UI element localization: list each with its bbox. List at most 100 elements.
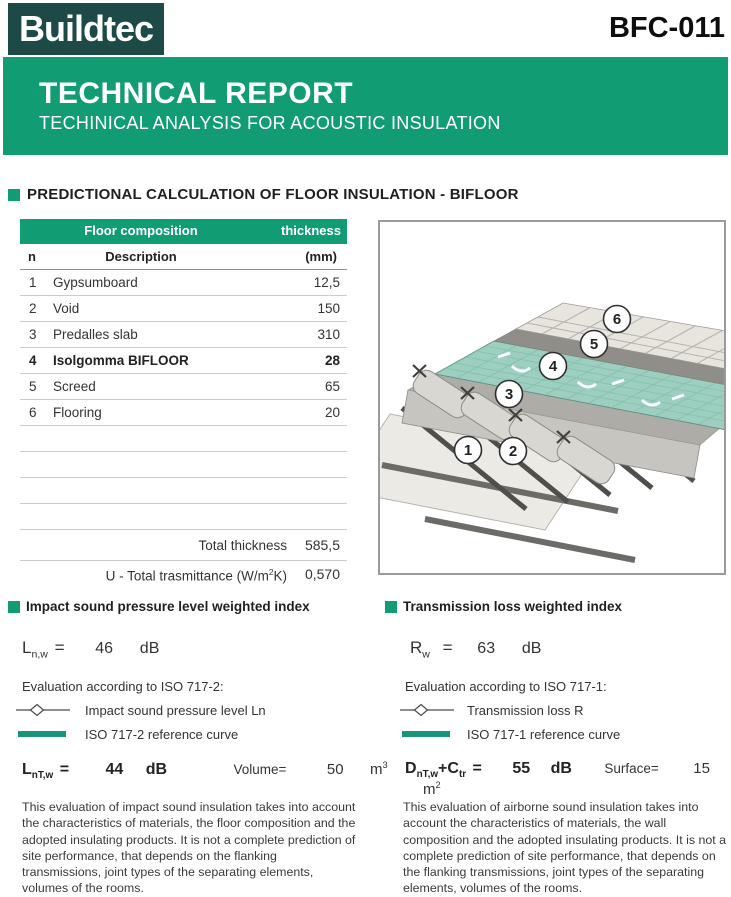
impact-heading: Impact sound pressure level weighted ind…	[26, 599, 310, 614]
floor-composition-table: Floor composition thickness n Descriptio…	[20, 219, 347, 587]
surface-unit: m2	[423, 780, 441, 799]
impact-index-row: Ln,w = 46 dB	[22, 638, 160, 661]
row-thickness: 28	[324, 353, 340, 368]
row-thickness: 310	[317, 327, 340, 342]
table-row: 3 Predalles slab 310	[20, 322, 347, 348]
row-description: Void	[53, 301, 80, 316]
row-number: 1	[29, 275, 37, 290]
transmission-bullet-icon	[385, 601, 397, 613]
table-row: 4 Isolgomma BIFLOOR 28	[20, 348, 347, 374]
impact-note: This evaluation of impact sound insulati…	[22, 800, 356, 896]
impact-curve-label: Impact sound pressure level Ln	[85, 703, 266, 718]
empty-row	[20, 504, 347, 530]
impact-result-unit: dB	[145, 761, 168, 778]
row-thickness: 65	[324, 379, 340, 394]
curve-marker-icon	[400, 703, 454, 722]
volume-value: 50	[326, 761, 344, 778]
col-n: n	[28, 249, 36, 264]
impact-index-value: 46	[95, 640, 114, 657]
total-thickness-label: Total thickness	[198, 538, 287, 553]
callout-1: 1	[453, 435, 483, 465]
row-description: Predalles slab	[53, 327, 138, 342]
callout-circles: 1 2 3 4 5 6	[453, 304, 632, 466]
row-number: 4	[29, 353, 37, 368]
u-value: 0,570	[304, 566, 340, 582]
col-description: Description	[105, 249, 177, 264]
reference-curve-swatch-icon	[402, 731, 450, 737]
svg-text:3: 3	[505, 386, 513, 403]
curve-marker-icon	[16, 703, 70, 722]
impact-reference-label: ISO 717-2 reference curve	[85, 727, 239, 742]
svg-text:4: 4	[549, 358, 558, 375]
row-thickness: 12,5	[313, 275, 340, 290]
total-thickness-value: 585,5	[304, 537, 340, 553]
row-description: Gypsumboard	[53, 275, 138, 290]
svg-text:5: 5	[590, 336, 598, 353]
table-row: 5 Screed 65	[20, 374, 347, 400]
row-description: Flooring	[53, 405, 102, 420]
volume-unit: m3	[370, 760, 388, 778]
impact-index-unit: dB	[139, 640, 160, 657]
table-row: 2 Void 150	[20, 296, 347, 322]
transmission-note: This evaluation of airborne sound insula…	[403, 800, 727, 896]
reference-curve-swatch-icon	[18, 731, 66, 737]
section-bullet-icon	[8, 189, 20, 201]
transmission-reference-label: ISO 717-1 reference curve	[467, 727, 621, 742]
impact-bullet-icon	[8, 601, 20, 613]
total-thickness-row: Total thickness 585,5	[20, 530, 347, 561]
row-number: 2	[29, 301, 37, 316]
row-thickness: 20	[324, 405, 340, 420]
header-floor-composition: Floor composition	[84, 223, 198, 238]
report-banner: TECHNICAL REPORT TECHINICAL ANALYSIS FOR…	[3, 57, 728, 155]
document-code: BFC-011	[608, 12, 725, 44]
svg-text:1: 1	[464, 442, 472, 459]
transmission-evaluation: Evaluation according to ISO 717-1:	[405, 679, 607, 694]
transmission-index-value: 63	[477, 640, 496, 657]
screed-layer	[493, 328, 731, 387]
section-title: PREDICTIONAL CALCULATION OF FLOOR INSULA…	[27, 186, 519, 203]
row-description: Screed	[53, 379, 96, 394]
transmission-curve-label: Transmission loss R	[467, 703, 584, 718]
transmission-result-row: DnT,w+Ctr = 55 dB Surface= 15 m2	[405, 760, 710, 799]
joist-beams	[412, 369, 616, 485]
floor-assembly-illustration: 1 2 3 4 5 6	[339, 220, 731, 575]
row-number: 3	[29, 327, 37, 342]
transmission-index-unit: dB	[521, 640, 542, 657]
flooring-layer	[514, 302, 731, 371]
callout-5: 5	[579, 329, 609, 359]
impact-evaluation: Evaluation according to ISO 717-2:	[22, 679, 224, 694]
table-header: Floor composition thickness	[20, 219, 347, 244]
header-thickness: thickness	[281, 223, 341, 238]
impact-result-row: LnT,w = 44 dB Volume= 50 m3	[22, 760, 388, 782]
row-number: 5	[29, 379, 37, 394]
surface-value: 15	[693, 760, 710, 777]
u-value-row: U - Total trasmittance (W/m2K) 0,570	[20, 561, 347, 587]
volume-label: Volume=	[233, 762, 287, 777]
callout-6: 6	[602, 304, 632, 334]
col-unit: (mm)	[305, 249, 337, 264]
transmission-heading: Transmission loss weighted index	[403, 599, 623, 614]
transmission-index-row: Rw = 63 dB	[410, 638, 542, 661]
mat-grid	[444, 342, 731, 426]
row-number: 6	[29, 405, 37, 420]
rebar-marks	[412, 364, 571, 444]
row-description: Isolgomma BIFLOOR	[53, 353, 189, 368]
callout-4: 4	[538, 351, 568, 381]
floor-assembly-svg: 1 2 3 4 5 6	[339, 302, 731, 563]
row-thickness: 150	[317, 301, 340, 316]
table-row: 6 Flooring 20	[20, 400, 347, 426]
u-value-label: U - Total trasmittance (W/m2K)	[105, 567, 287, 584]
callout-3: 3	[494, 379, 524, 409]
report-subtitle: TECHINICAL ANALYSIS FOR ACOUSTIC INSULAT…	[39, 113, 501, 133]
logo-text: Buildtec	[18, 8, 154, 49]
svg-text:2: 2	[509, 443, 517, 460]
transmission-result-value: 55	[512, 760, 531, 777]
svg-text:6: 6	[613, 311, 621, 328]
company-logo: Buildtec	[8, 3, 164, 55]
impact-result-value: 44	[105, 761, 124, 778]
callout-2: 2	[498, 436, 528, 466]
empty-row	[20, 426, 347, 452]
empty-row	[20, 478, 347, 504]
table-row: 1 Gypsumboard 12,5	[20, 270, 347, 296]
surface-label: Surface=	[604, 761, 659, 776]
